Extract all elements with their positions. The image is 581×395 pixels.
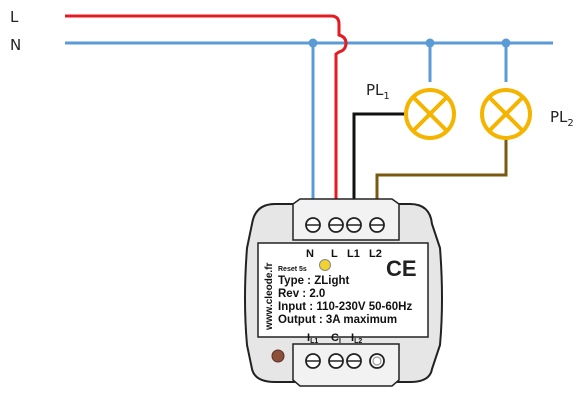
module-input: Input : 110-230V 50-60Hz [278, 301, 412, 313]
module-rev: Rev : 2.0 [278, 288, 325, 300]
zlight-module: N L L1 L2 Reset 5s CE Type : ZLight Rev … [244, 198, 443, 387]
reset-label: Reset 5s [278, 266, 307, 273]
terminal-label-l2: L2 [369, 248, 382, 260]
junction-dot [308, 38, 318, 48]
module-label-panel [257, 242, 429, 338]
lamp-pl2 [480, 88, 532, 140]
screw-terminal [328, 217, 344, 233]
terminal-label-n: N [306, 248, 314, 260]
screw-terminal [305, 353, 321, 369]
bottom-terminal-block [292, 343, 400, 387]
screw-terminal [328, 353, 344, 369]
junction-dot [425, 38, 435, 48]
screw-terminal [369, 217, 385, 233]
live-line-label: L [10, 8, 19, 26]
screw-terminal [369, 353, 385, 369]
terminal-label-l: L [331, 248, 338, 260]
lamp-pl1 [404, 88, 456, 140]
bottom-terminal-label-ci: CI [331, 332, 341, 345]
switched-l1-wire [352, 112, 410, 216]
mounting-hole [271, 349, 285, 363]
screw-terminal [346, 353, 362, 369]
screw-terminal [346, 217, 362, 233]
switched-l2-wire [375, 137, 508, 216]
ce-mark: CE [386, 256, 417, 281]
live-wire [65, 14, 348, 216]
website-text: www.cleode.fr [264, 262, 275, 331]
junction-dot [501, 38, 511, 48]
module-output: Output : 3A maximum [278, 314, 397, 326]
terminal-label-l1: L1 [347, 248, 360, 260]
screw-terminal [305, 217, 321, 233]
lamp1-label: PL1 [366, 81, 390, 102]
lamp2-label: PL2 [550, 108, 574, 129]
module-type: Type : ZLight [278, 275, 350, 287]
bottom-terminal-label-il2: IL2 [351, 332, 362, 345]
neutral-line-label: N [10, 36, 21, 54]
bottom-terminal-label-il1: IL1 [307, 332, 318, 345]
status-led-indicator [319, 259, 331, 271]
